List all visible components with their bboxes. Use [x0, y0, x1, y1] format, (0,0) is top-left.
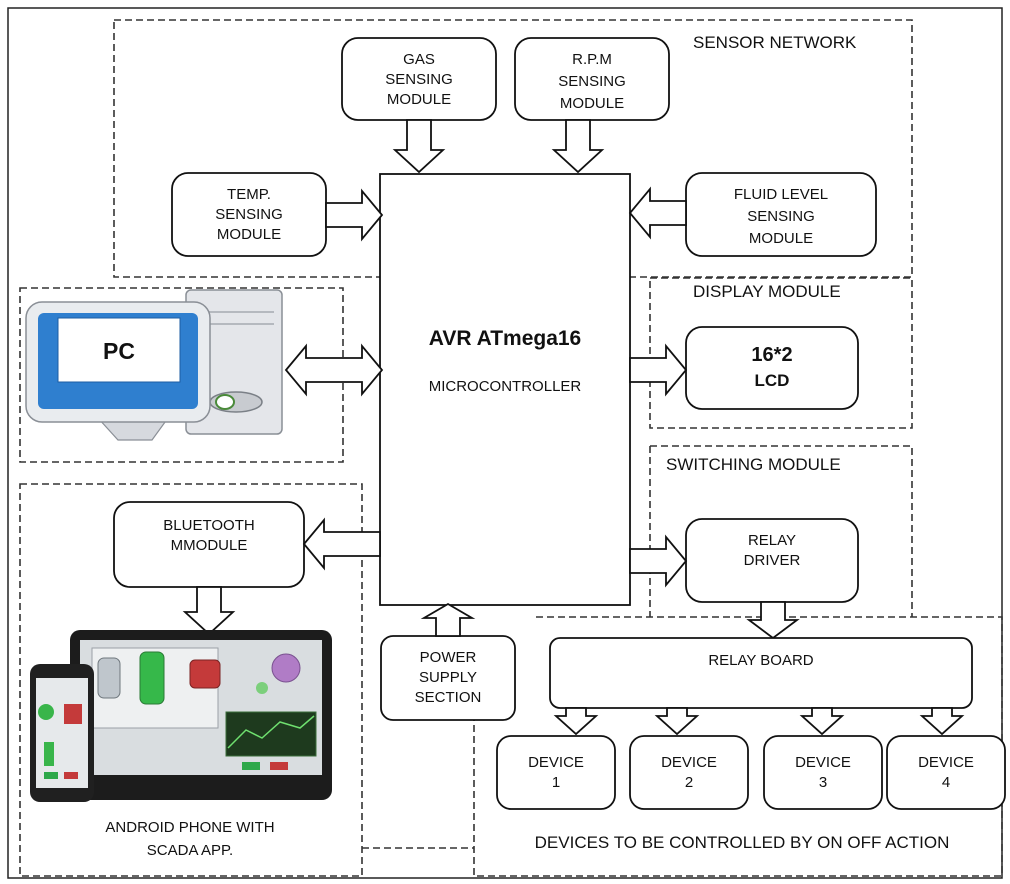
android-scada-illustration: [30, 630, 332, 802]
bluetooth-label-2: MMODULE: [171, 537, 248, 554]
rpm-arrow-down: [551, 119, 605, 174]
device-1-label-2: 1: [552, 774, 560, 791]
device-3-block: [763, 735, 883, 810]
mcu-subtitle: MICROCONTROLLER: [429, 378, 582, 395]
device-1-arrow: [553, 707, 599, 736]
power-arrow-up: [420, 602, 476, 637]
switching-module-title: SWITCHING MODULE: [666, 455, 841, 474]
device-4-label-1: DEVICE: [918, 754, 974, 771]
microcontroller-block: [379, 173, 631, 606]
bluetooth-label-1: BLUETOOTH: [163, 517, 254, 534]
power-label-2: SUPPLY: [419, 669, 477, 686]
fluid-label-1: FLUID LEVEL: [734, 186, 828, 203]
display-module-title: DISPLAY MODULE: [693, 282, 841, 301]
rpm-label-1: R.P.M: [572, 51, 612, 68]
device-3-label-2: 3: [819, 774, 827, 791]
lcd-label-1: 16*2: [751, 344, 792, 366]
gas-label-1: GAS: [403, 51, 435, 68]
relay-driver-arrow-right: [629, 534, 688, 588]
pc-label: PC: [103, 338, 135, 364]
android-caption-1: ANDROID PHONE WITH: [105, 819, 274, 836]
rpm-sensing-block: [514, 37, 670, 121]
relay-driver-label-2: DRIVER: [744, 552, 801, 569]
device-2-arrow: [654, 707, 700, 736]
fluid-label-2: SENSING: [747, 208, 815, 225]
bluetooth-arrow-down: [182, 586, 236, 636]
relay-board-label: RELAY BOARD: [708, 652, 813, 669]
fluid-arrow-left: [628, 186, 687, 240]
relay-driver-label-1: RELAY: [748, 532, 796, 549]
switching-module-region: [650, 445, 913, 617]
gas-arrow-down: [392, 119, 446, 174]
device-2-label-1: DEVICE: [661, 754, 717, 771]
bluetooth-arrow-left: [302, 517, 381, 571]
device-4-block: [886, 735, 1006, 810]
sensor-network-title: SENSOR NETWORK: [693, 33, 857, 52]
android-caption-2: SCADA APP.: [147, 842, 233, 859]
mcu-title: AVR ATmega16: [429, 327, 582, 350]
rpm-label-2: SENSING: [558, 73, 626, 90]
temp-label-1: TEMP.: [227, 186, 271, 203]
outer-frame: [7, 7, 1003, 879]
devices-region: [473, 616, 1003, 877]
device-2-block: [629, 735, 749, 810]
device-2-label-2: 2: [685, 774, 693, 791]
fluid-label-3: MODULE: [749, 230, 813, 247]
relay-board-block: [549, 637, 973, 709]
display-module-region: [649, 277, 913, 429]
lcd-arrow-right: [629, 343, 688, 397]
lcd-label-2: LCD: [755, 371, 790, 390]
rpm-label-3: MODULE: [560, 95, 624, 112]
device-3-arrow: [799, 707, 845, 736]
gas-label-2: SENSING: [385, 71, 453, 88]
lcd-block: [685, 326, 859, 410]
gas-label-3: MODULE: [387, 91, 451, 108]
power-label-1: POWER: [420, 649, 477, 666]
relay-driver-arrow-down: [746, 601, 800, 640]
power-label-3: SECTION: [415, 689, 482, 706]
pc-bidirectional-arrow: [284, 343, 384, 397]
device-1-label-1: DEVICE: [528, 754, 584, 771]
temp-label-2: SENSING: [215, 206, 283, 223]
devices-caption: DEVICES TO BE CONTROLLED BY ON OFF ACTIO…: [535, 833, 950, 852]
device-4-label-2: 4: [942, 774, 950, 791]
device-4-arrow: [919, 707, 965, 736]
device-1-block: [496, 735, 616, 810]
pc-illustration: PC: [25, 289, 283, 441]
device-3-label-1: DEVICE: [795, 754, 851, 771]
temp-arrow-right: [325, 188, 384, 242]
temp-label-3: MODULE: [217, 226, 281, 243]
android-region: [19, 483, 363, 877]
